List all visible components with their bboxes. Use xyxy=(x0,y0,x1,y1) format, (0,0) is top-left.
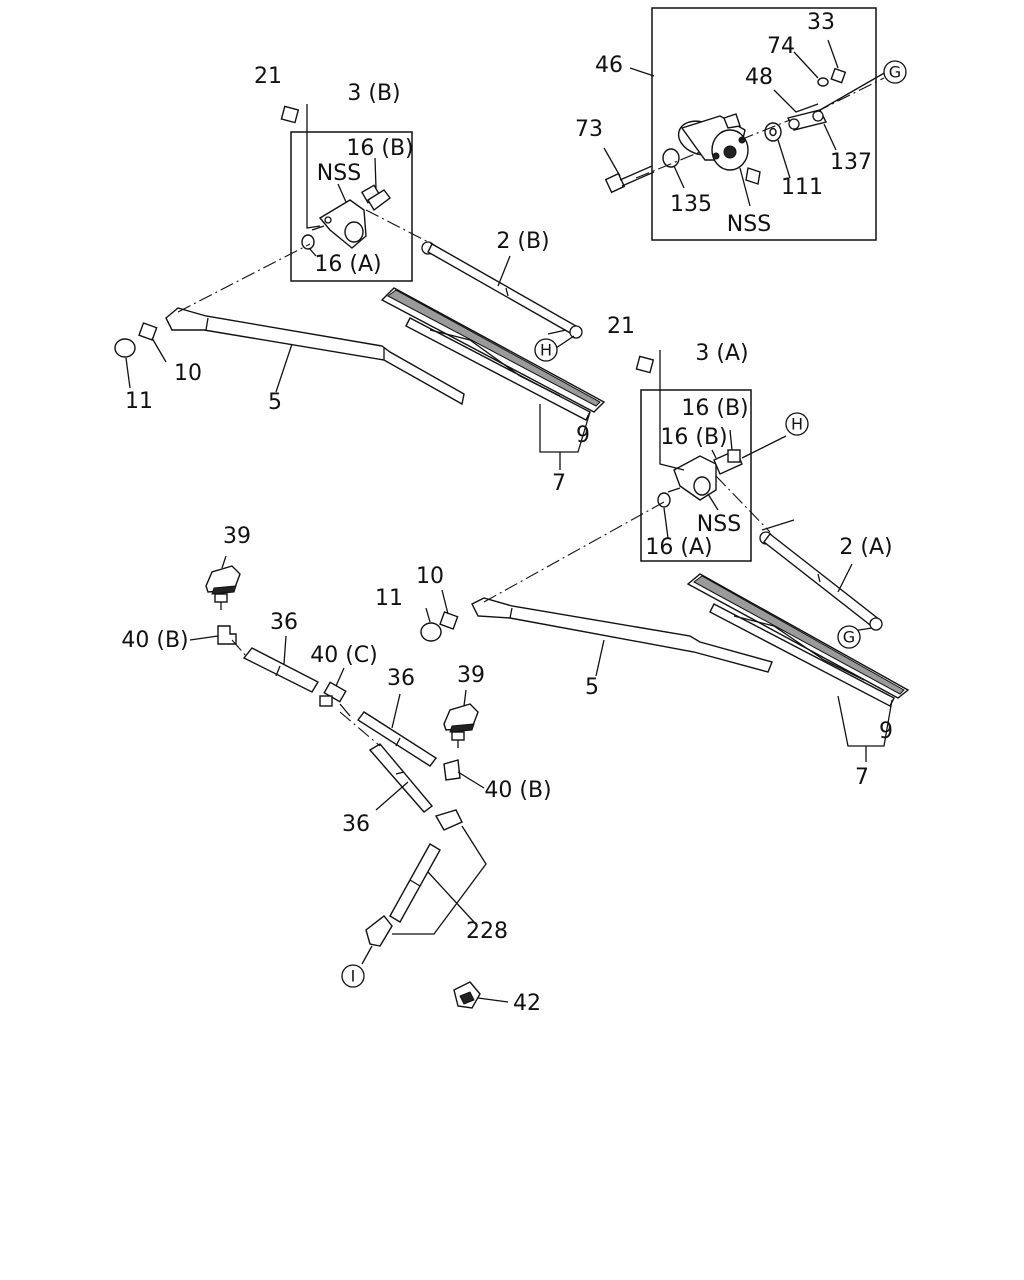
callout-11-left: 11 xyxy=(125,389,153,414)
callout-73: 73 xyxy=(575,117,603,142)
nut-33 xyxy=(830,67,847,84)
marker-h-right: H xyxy=(785,412,809,436)
callout-nss-motor: NSS xyxy=(727,212,771,237)
callout-5-right: 5 xyxy=(585,675,599,700)
marker-g-right: G xyxy=(837,625,861,649)
marker-g-motor: G xyxy=(883,60,907,84)
callout-7-left: 7 xyxy=(552,471,566,496)
hose-36-b xyxy=(356,711,438,767)
washer-74 xyxy=(817,77,829,87)
callout-16a-left: 16 (A) xyxy=(314,252,381,277)
marker-h-left: H xyxy=(534,338,558,362)
callout-21-left: 21 xyxy=(254,64,282,89)
callout-3b: 3 (B) xyxy=(347,81,400,106)
washer-16a-left xyxy=(301,234,315,250)
callout-9-left: 9 xyxy=(576,423,590,448)
callout-2a: 2 (A) xyxy=(839,535,892,560)
bushing-135 xyxy=(662,148,680,168)
callout-36-a: 36 xyxy=(270,610,298,635)
marker-text: G xyxy=(843,628,855,647)
bolt-73 xyxy=(604,165,655,194)
callout-40b-right: 40 (B) xyxy=(484,778,551,803)
joint-40c xyxy=(319,681,351,717)
wiper-arm-right xyxy=(471,597,773,673)
wiper-blade-right xyxy=(686,573,910,707)
cap-11-left xyxy=(114,338,136,358)
callout-48: 48 xyxy=(745,65,773,90)
callout-36-b: 36 xyxy=(387,666,415,691)
callout-11-right: 11 xyxy=(375,586,403,611)
callout-36-c: 36 xyxy=(342,812,370,837)
callout-42: 42 xyxy=(513,991,541,1016)
callout-39-left: 39 xyxy=(223,524,251,549)
joint-40b-right xyxy=(443,759,461,781)
nut-10-left xyxy=(138,322,158,341)
nut-21-left xyxy=(280,105,300,124)
crank-48 xyxy=(786,109,828,131)
link-rod-2a xyxy=(759,531,883,631)
left-wiper-pivot xyxy=(311,184,391,249)
leader-lines xyxy=(125,39,893,1003)
washer-fitting-upper xyxy=(434,809,463,831)
callout-2b: 2 (B) xyxy=(496,229,549,254)
callout-3a: 3 (A) xyxy=(695,341,748,366)
callout-16b-right-1: 16 (B) xyxy=(681,396,748,421)
marker-text: H xyxy=(791,415,803,434)
left-pivot-group-box xyxy=(290,131,413,282)
callout-137: 137 xyxy=(830,150,872,175)
callout-16b-right-2: 16 (B) xyxy=(660,425,727,450)
wiper-arm-left xyxy=(165,307,465,406)
callout-40c: 40 (C) xyxy=(310,643,378,668)
nut-21-right xyxy=(635,355,655,374)
right-pivot-group-box xyxy=(640,389,752,562)
callout-228: 228 xyxy=(466,919,508,944)
callout-39-right: 39 xyxy=(457,663,485,688)
washer-fitting-lower xyxy=(365,915,393,947)
callout-10-right: 10 xyxy=(416,564,444,589)
callout-40b-left: 40 (B) xyxy=(121,628,188,653)
marker-text: G xyxy=(889,63,901,82)
hose-36-c xyxy=(368,743,434,813)
callout-5-left: 5 xyxy=(268,390,282,415)
marker-text: H xyxy=(540,341,552,360)
link-rod-2b xyxy=(421,241,583,339)
right-wiper-pivot xyxy=(667,449,743,501)
joint-40b-left xyxy=(217,625,237,645)
callout-nss-left: NSS xyxy=(317,161,361,186)
wiper-motor xyxy=(677,113,761,185)
callout-135: 135 xyxy=(670,192,712,217)
callout-46: 46 xyxy=(595,53,623,78)
wiper-blade-left xyxy=(380,287,606,421)
callout-labels: 21 3 (B) 16 (B) NSS 16 (A) 2 (B) 11 10 5… xyxy=(121,10,893,1016)
callout-7-right: 7 xyxy=(855,765,869,790)
washer-nozzle-39-left xyxy=(205,565,241,610)
callout-nss-right: NSS xyxy=(697,512,741,537)
callout-16b-left: 16 (B) xyxy=(346,136,413,161)
marker-text: I xyxy=(351,967,356,986)
callout-74: 74 xyxy=(767,34,795,59)
callout-21-right: 21 xyxy=(607,314,635,339)
washer-nozzle-39-right xyxy=(443,703,479,748)
callout-16a-right: 16 (A) xyxy=(645,535,712,560)
marker-i: I xyxy=(341,964,365,988)
hose-36-a xyxy=(242,647,319,693)
callout-33: 33 xyxy=(807,10,835,35)
cap-11-right xyxy=(420,622,442,642)
motor-group-box xyxy=(651,7,877,241)
callout-9-right: 9 xyxy=(879,719,893,744)
callout-111: 111 xyxy=(781,175,823,200)
nut-10-right xyxy=(439,611,459,630)
callout-10-left: 10 xyxy=(174,361,202,386)
